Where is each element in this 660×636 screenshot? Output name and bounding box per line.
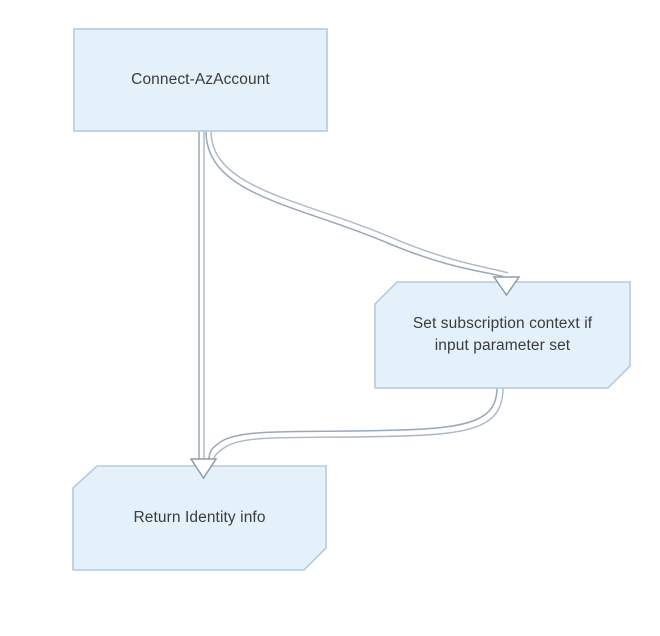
arrowhead-layer [189, 276, 521, 480]
arrowhead-icon-to-return [189, 458, 218, 480]
node-set-subscription-context[interactable] [374, 281, 631, 389]
edge-setsub-to-return [208, 387, 504, 461]
edge-connect-to-setsub [205, 130, 509, 278]
edge-connect-to-return [198, 131, 205, 459]
node-connect-azaccount[interactable] [73, 28, 328, 132]
arrowhead-icon-to-setsub [492, 276, 521, 297]
node-return-identity-info[interactable] [72, 465, 327, 571]
connector-layer [198, 130, 509, 461]
